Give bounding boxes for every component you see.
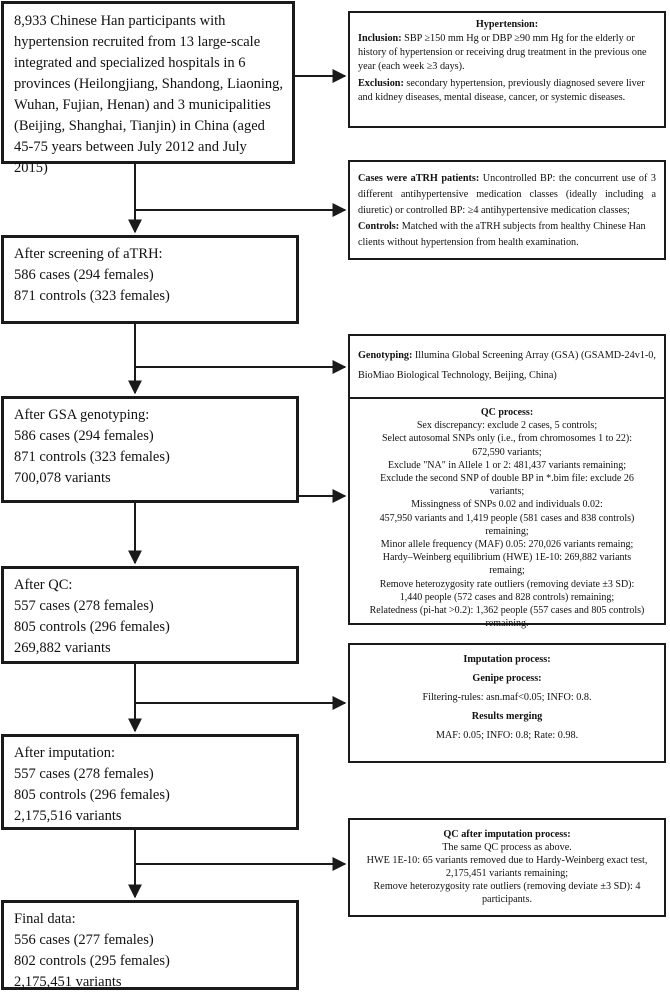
qc-step: 1,440 people (572 cases and 828 controls…	[399, 591, 615, 603]
filtering-rules: Filtering-rules: asn.maf<0.05; INFO: 0.8…	[422, 692, 592, 703]
hypertension-title: Hypertension:	[475, 19, 539, 30]
qc-controls: 805 controls (296 females)	[14, 619, 170, 635]
screening-box: After screening of aTRH: 586 cases (294 …	[1, 235, 299, 324]
gsa-title: After GSA genotyping:	[14, 407, 150, 423]
gsa-controls: 871 controls (323 females)	[14, 449, 170, 465]
results-merging-values: MAF: 0.05; INFO: 0.8; Rate: 0.98.	[435, 730, 579, 741]
controls-definition: Controls: Matched with the aTRH subjects…	[358, 219, 656, 251]
qc-step: Remove heterozygosity rate outliers (rem…	[379, 578, 635, 590]
qc-after-step: HWE 1E-10: 65 variants removed due to Ha…	[366, 855, 648, 866]
qc-after-step: Remove heterozygosity rate outliers (rem…	[373, 881, 641, 892]
gsa-variants: 700,078 variants	[14, 470, 111, 486]
genotyping-label: Genotyping:	[358, 350, 413, 361]
final-variants: 2,175,451 variants	[14, 974, 122, 990]
qc-step: remaing;	[489, 565, 525, 577]
final-controls: 802 controls (295 females)	[14, 953, 170, 969]
qc-box: After QC: 557 cases (278 females) 805 co…	[1, 566, 299, 664]
start-text: 8,933 Chinese Han participants with hype…	[14, 13, 284, 176]
final-title: Final data:	[14, 911, 76, 927]
gsa-box: After GSA genotyping: 586 cases (294 fem…	[1, 396, 299, 503]
genotyping-text: Illumina Global Screening Array (GSA) (G…	[358, 350, 656, 381]
qc-step: Sex discrepancy: exclude 2 cases, 5 cont…	[416, 420, 598, 432]
qc-step: 672,590 variants;	[472, 446, 542, 458]
qc-step: Minor allele frequency (MAF) 0.05: 270,0…	[380, 539, 634, 551]
imputation-process-box: Imputation process: Genipe process: Filt…	[348, 643, 666, 763]
controls-label: Controls:	[358, 221, 400, 232]
exclusion-text: secondary hypertension, previously diagn…	[358, 78, 645, 103]
imputation-controls: 805 controls (296 females)	[14, 787, 170, 803]
results-merging-title: Results merging	[471, 711, 543, 722]
exclusion-label: Exclusion:	[358, 78, 404, 89]
imputation-variants: 2,175,516 variants	[14, 808, 122, 824]
controls-text: Matched with the aTRH subjects from heal…	[358, 221, 646, 248]
qc-process-box: QC process: Sex discrepancy: exclude 2 c…	[348, 397, 666, 629]
genotyping-text-block: Genotyping: Illumina Global Screening Ar…	[358, 346, 656, 386]
imputation-title: After imputation:	[14, 745, 116, 761]
gsa-cases: 586 cases (294 females)	[14, 428, 154, 444]
qc-after-step: The same QC process as above.	[442, 842, 572, 853]
qc-step: remaining;	[485, 525, 529, 537]
inclusion-text: SBP ≥150 mm Hg or DBP ≥90 mm Hg for the …	[358, 33, 647, 72]
qc-title: After QC:	[14, 577, 73, 593]
imputation-box: After imputation: 557 cases (278 females…	[1, 734, 299, 830]
qc-step: Exclude "NA" in Allele 1 or 2: 481,437 v…	[387, 459, 627, 471]
qc-step: Relatedness (pi-hat >0.2): 1,362 people …	[369, 605, 645, 617]
screening-title: After screening of aTRH:	[14, 246, 163, 262]
qc-step: Missingness of SNPs 0.02 and individuals…	[411, 499, 603, 511]
cases-label: Cases were aTRH patients:	[358, 173, 480, 184]
final-cases: 556 cases (277 females)	[14, 932, 154, 948]
qc-cases: 557 cases (278 females)	[14, 598, 154, 614]
cases-definition: Cases were aTRH patients: Uncontrolled B…	[358, 171, 656, 219]
qc-after-title: QC after imputation process:	[443, 829, 571, 840]
start-box: 8,933 Chinese Han participants with hype…	[1, 1, 295, 176]
screening-controls: 871 controls (323 females)	[14, 288, 170, 304]
qc-variants: 269,882 variants	[14, 640, 111, 656]
qc-process-title: QC process:	[480, 407, 534, 418]
qc-after-imputation-box: QC after imputation process: The same QC…	[348, 818, 666, 917]
cases-text: Uncontrolled BP: the concurrent use of 3…	[358, 173, 656, 216]
qc-step: variants;	[489, 486, 525, 498]
screening-cases: 586 cases (294 females)	[14, 267, 154, 283]
qc-step: Exclude the second SNP of double BP in *…	[380, 473, 634, 485]
qc-after-step: 2,175,451 variants remaining;	[445, 868, 569, 879]
qc-step: 457,950 variants and 1,419 people (581 c…	[379, 512, 635, 524]
exclusion-criteria: Exclusion: secondary hypertension, previ…	[358, 77, 656, 105]
inclusion-criteria: Inclusion: SBP ≥150 mm Hg or DBP ≥90 mm …	[358, 32, 656, 74]
genipe-title: Genipe process:	[472, 673, 542, 684]
final-box: Final data: 556 cases (277 females) 802 …	[1, 900, 299, 990]
qc-step: Select autosomal SNPs only (i.e., from c…	[382, 433, 632, 445]
qc-after-step: participants.	[481, 894, 533, 905]
qc-step: remaining.	[485, 618, 529, 630]
genotyping-box: Genotyping: Illumina Global Screening Ar…	[348, 334, 666, 401]
qc-step: Hardy–Weinberg equilibrium (HWE) 1E-10: …	[382, 552, 632, 564]
inclusion-label: Inclusion:	[358, 33, 402, 44]
hypertension-criteria-box: Hypertension: Inclusion: SBP ≥150 mm Hg …	[348, 11, 666, 128]
imputation-process-title: Imputation process:	[463, 654, 551, 665]
imputation-cases: 557 cases (278 females)	[14, 766, 154, 782]
case-control-criteria-box: Cases were aTRH patients: Uncontrolled B…	[348, 160, 666, 260]
